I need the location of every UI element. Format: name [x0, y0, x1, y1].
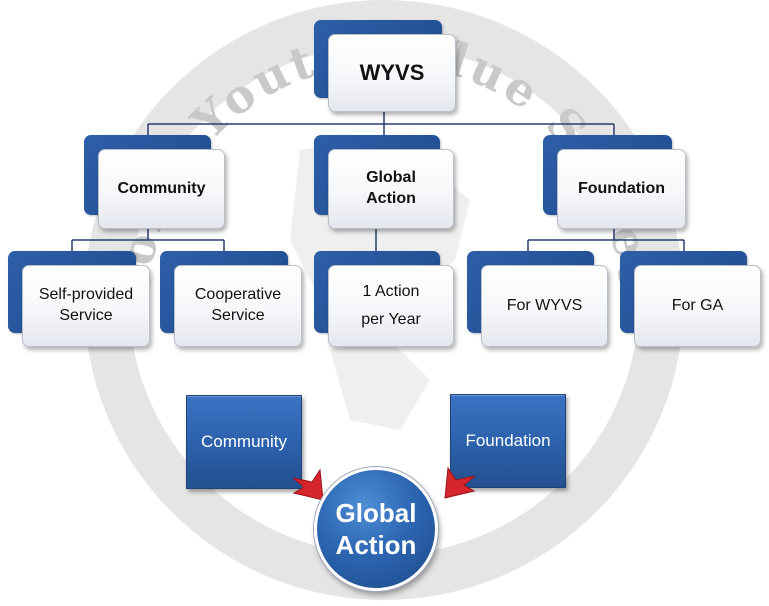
- box-foundation-bottom: Foundation: [450, 394, 566, 488]
- box-foundation-bottom-label: Foundation: [465, 431, 551, 450]
- node-global-action: Global Action: [314, 135, 454, 229]
- circle-global-action-label: Global Action: [335, 497, 417, 561]
- node-community: Community: [84, 135, 225, 229]
- box-community-bottom: Community: [186, 395, 302, 489]
- node-for-wyvs: For WYVS: [467, 251, 608, 347]
- node-self-provided-service: Self-provided Service: [8, 251, 150, 347]
- node-foundation: Foundation: [543, 135, 686, 229]
- box-community-bottom-label: Community: [201, 432, 287, 451]
- node-self-provided-service-label: Self-provided Service: [38, 286, 134, 324]
- node-for-wyvs-label: For WYVS: [506, 296, 583, 314]
- circle-global-action: Global Action: [314, 467, 438, 591]
- root-node-wyvs: WYVS: [314, 20, 456, 112]
- node-cooperative-service: Cooperative Service: [160, 251, 302, 347]
- node-foundation-label: Foundation: [577, 179, 666, 197]
- arrow-left-icon: [292, 468, 324, 501]
- arrow-right-icon: [444, 466, 476, 499]
- root-node-label: WYVS: [359, 59, 425, 85]
- node-cooperative-service-label: Cooperative Service: [194, 286, 282, 324]
- node-global-action-label: Global Action: [366, 169, 416, 207]
- node-for-ga-label: For GA: [671, 296, 724, 314]
- node-for-ga: For GA: [620, 251, 761, 347]
- node-one-action-per-year: 1 Action per Year: [314, 251, 454, 347]
- node-community-label: Community: [117, 179, 206, 197]
- node-one-action-per-year-label: 1 Action per Year: [361, 283, 421, 328]
